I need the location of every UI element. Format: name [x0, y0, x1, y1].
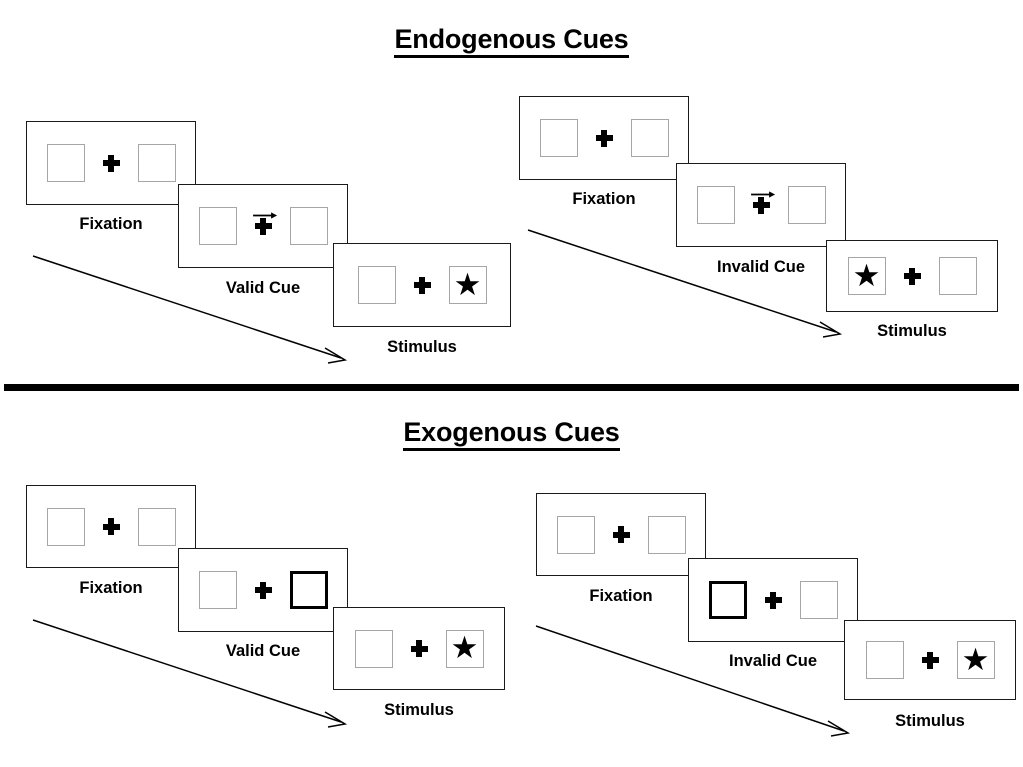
panel-endogenous-valid-cue — [178, 184, 348, 268]
fixation-cross-wrap — [903, 267, 921, 285]
fixation-cross-icon — [921, 651, 939, 669]
caption-endogenous-valid-stimulus: Stimulus — [387, 338, 457, 356]
panel-content: ★ — [334, 244, 510, 326]
fixation-cross-wrap — [764, 591, 782, 609]
panel-content — [179, 549, 347, 631]
panel-endogenous-invalid-fixation — [519, 96, 689, 180]
caption-endogenous-invalid-cue: Invalid Cue — [716, 258, 806, 276]
fixation-cross-wrap — [253, 211, 278, 235]
right-placeholder-box — [137, 144, 176, 182]
caption-endogenous-invalid-stimulus: Stimulus — [877, 322, 947, 340]
fixation-cross-wrap — [751, 190, 776, 214]
panel-endogenous-valid-stimulus: ★ — [333, 243, 511, 327]
panel-content — [689, 559, 857, 641]
left-placeholder-box — [46, 144, 85, 182]
stimulus-star: ★ — [450, 630, 479, 665]
panel-content: ★ — [827, 241, 997, 311]
fixation-cross-icon — [413, 276, 431, 294]
left-placeholder-box — [46, 507, 85, 546]
panel-content — [520, 97, 688, 179]
panel-exogenous-valid-fixation — [26, 485, 196, 568]
panel-content: ★ — [334, 608, 504, 689]
left-placeholder-box — [198, 571, 237, 609]
left-placeholder-box — [556, 515, 595, 554]
panel-exogenous-valid-stimulus: ★ — [333, 607, 505, 690]
panel-endogenous-invalid-stimulus: ★ — [826, 240, 998, 312]
right-placeholder-box — [938, 257, 977, 295]
right-placeholder-box — [137, 507, 176, 546]
panel-exogenous-invalid-stimulus: ★ — [844, 620, 1016, 700]
fixation-cross-wrap — [921, 651, 939, 669]
panel-exogenous-invalid-fixation — [536, 493, 706, 576]
section-title-exogenous-text: Exogenous Cues — [403, 417, 620, 451]
right-placeholder-box-cued — [289, 571, 328, 609]
section-title-exogenous: Exogenous Cues — [0, 417, 1023, 451]
fixation-cross-wrap — [102, 154, 120, 172]
right-placeholder-box — [630, 119, 669, 157]
caption-exogenous-invalid-cue: Invalid Cue — [728, 652, 818, 670]
fixation-cross-wrap — [102, 518, 120, 535]
fixation-cross-icon — [612, 526, 630, 543]
caption-exogenous-valid-stimulus: Stimulus — [384, 701, 454, 719]
fixation-cross-icon — [102, 154, 120, 172]
panel-content: ★ — [845, 621, 1015, 699]
panel-content — [677, 164, 845, 246]
left-placeholder-box — [198, 207, 237, 245]
left-placeholder-box-cued — [708, 581, 747, 619]
right-placeholder-box: ★ — [956, 641, 995, 679]
fixation-cross-wrap — [410, 640, 428, 657]
stimulus-star: ★ — [453, 266, 482, 302]
left-placeholder-box: ★ — [847, 257, 886, 295]
caption-exogenous-valid-fixation: Fixation — [79, 579, 143, 597]
panel-exogenous-invalid-cue — [688, 558, 858, 642]
fixation-cross-icon — [595, 129, 613, 147]
stimulus-star: ★ — [852, 257, 881, 293]
panel-content — [537, 494, 705, 575]
right-placeholder-box: ★ — [448, 266, 487, 304]
fixation-cross-icon — [764, 591, 782, 609]
fixation-cross-icon — [903, 267, 921, 285]
right-placeholder-box — [799, 581, 838, 619]
fixation-cross-wrap — [254, 581, 272, 599]
fixation-cross-wrap — [413, 276, 431, 294]
panel-endogenous-valid-fixation — [26, 121, 196, 205]
stimulus-star: ★ — [961, 641, 990, 677]
fixation-cross-wrap — [595, 129, 613, 147]
caption-exogenous-valid-cue: Valid Cue — [225, 642, 301, 660]
caption-exogenous-invalid-stimulus: Stimulus — [895, 712, 965, 730]
left-placeholder-box — [696, 186, 735, 224]
caption-endogenous-invalid-fixation: Fixation — [572, 190, 636, 208]
left-placeholder-box — [354, 629, 393, 668]
fixation-cross-icon — [254, 581, 272, 599]
left-placeholder-box — [539, 119, 578, 157]
right-placeholder-box — [289, 207, 328, 245]
panel-content — [179, 185, 347, 267]
section-title-endogenous: Endogenous Cues — [0, 24, 1023, 58]
left-placeholder-box — [865, 641, 904, 679]
right-placeholder-box — [647, 515, 686, 554]
caption-exogenous-invalid-fixation: Fixation — [589, 587, 653, 605]
caption-endogenous-valid-cue: Valid Cue — [225, 279, 301, 297]
section-divider — [4, 384, 1019, 391]
fixation-cross-icon — [410, 640, 428, 657]
panel-content — [27, 486, 195, 567]
panel-content — [27, 122, 195, 204]
fixation-cross-icon — [102, 518, 120, 535]
panel-endogenous-invalid-cue — [676, 163, 846, 247]
fixation-cross-icon — [254, 217, 272, 235]
left-placeholder-box — [357, 266, 396, 304]
right-placeholder-box — [787, 186, 826, 224]
caption-endogenous-valid-fixation: Fixation — [79, 215, 143, 233]
panel-exogenous-valid-cue — [178, 548, 348, 632]
fixation-cross-icon — [752, 196, 770, 214]
right-placeholder-box: ★ — [445, 629, 484, 668]
fixation-cross-wrap — [612, 526, 630, 543]
section-title-endogenous-text: Endogenous Cues — [394, 24, 629, 58]
